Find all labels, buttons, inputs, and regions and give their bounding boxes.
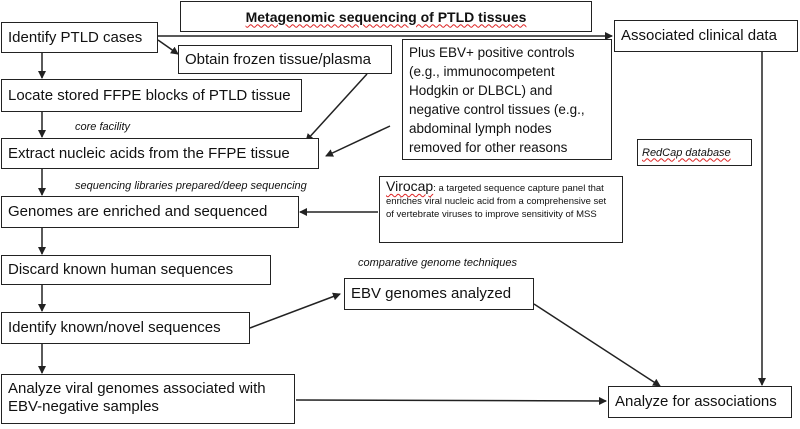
extract-box: Extract nucleic acids from the FFPE tiss… (1, 138, 319, 169)
identify-cases-label: Identify PTLD cases (8, 28, 143, 46)
extract-label: Extract nucleic acids from the FFPE tiss… (8, 144, 290, 162)
virocap-text: Virocap: a targeted sequence capture pan… (386, 178, 616, 221)
controls-label: Plus EBV+ positive controls (e.g., immun… (409, 45, 585, 155)
virocap-name: Virocap (386, 178, 434, 194)
analyze-viral-box: Analyze viral genomes associated with EB… (1, 374, 295, 424)
associations-label: Analyze for associations (615, 393, 777, 410)
frozen-tissue-label: Obtain frozen tissue/plasma (185, 50, 371, 68)
frozen-tissue-box: Obtain frozen tissue/plasma (178, 45, 392, 74)
page-title: Metagenomic sequencing of PTLD tissues (245, 8, 527, 25)
clinical-data-box: Associated clinical data (614, 20, 798, 52)
identify-seq-label: Identify known/novel sequences (8, 319, 221, 336)
arrow-identify-seq-to-ebv (249, 292, 341, 329)
ebv-genomes-box: EBV genomes analyzed (344, 278, 534, 310)
arrow-frozen-to-extract (305, 73, 368, 142)
arrow-ebv-to-associations (533, 303, 661, 387)
identify-seq-box: Identify known/novel sequences (1, 312, 250, 344)
note-sequencing-libraries: sequencing libraries prepared/deep seque… (75, 180, 307, 192)
associations-box: Analyze for associations (608, 386, 792, 418)
arrow-identify-to-frozen (157, 39, 179, 55)
ebv-genomes-label: EBV genomes analyzed (351, 285, 512, 302)
identify-cases-box: Identify PTLD cases (1, 22, 158, 53)
enrich-label: Genomes are enriched and sequenced (8, 203, 268, 220)
arrow-controls-to-extract (325, 125, 391, 157)
redcap-label: RedCap database (642, 146, 731, 159)
locate-blocks-box: Locate stored FFPE blocks of PTLD tissue (1, 79, 302, 112)
title-box: Metagenomic sequencing of PTLD tissues (180, 1, 592, 32)
locate-blocks-label: Locate stored FFPE blocks of PTLD tissue (8, 86, 291, 104)
redcap-box: RedCap database (637, 139, 752, 166)
note-core-facility: core facility (75, 121, 131, 133)
arrow-analyze-viral-to-associations (295, 396, 607, 405)
virocap-description: : a targeted sequence capture panel that… (386, 183, 607, 220)
controls-box: Plus EBV+ positive controls (e.g., immun… (402, 39, 612, 160)
enrich-box: Genomes are enriched and sequenced (1, 196, 299, 228)
note-comparative: comparative genome techniques (358, 257, 517, 269)
analyze-viral-label: Analyze viral genomes associated with EB… (8, 380, 266, 415)
discard-label: Discard known human sequences (8, 261, 234, 278)
virocap-box: Virocap: a targeted sequence capture pan… (379, 176, 623, 243)
clinical-data-label: Associated clinical data (621, 27, 777, 44)
discard-box: Discard known human sequences (1, 255, 271, 285)
